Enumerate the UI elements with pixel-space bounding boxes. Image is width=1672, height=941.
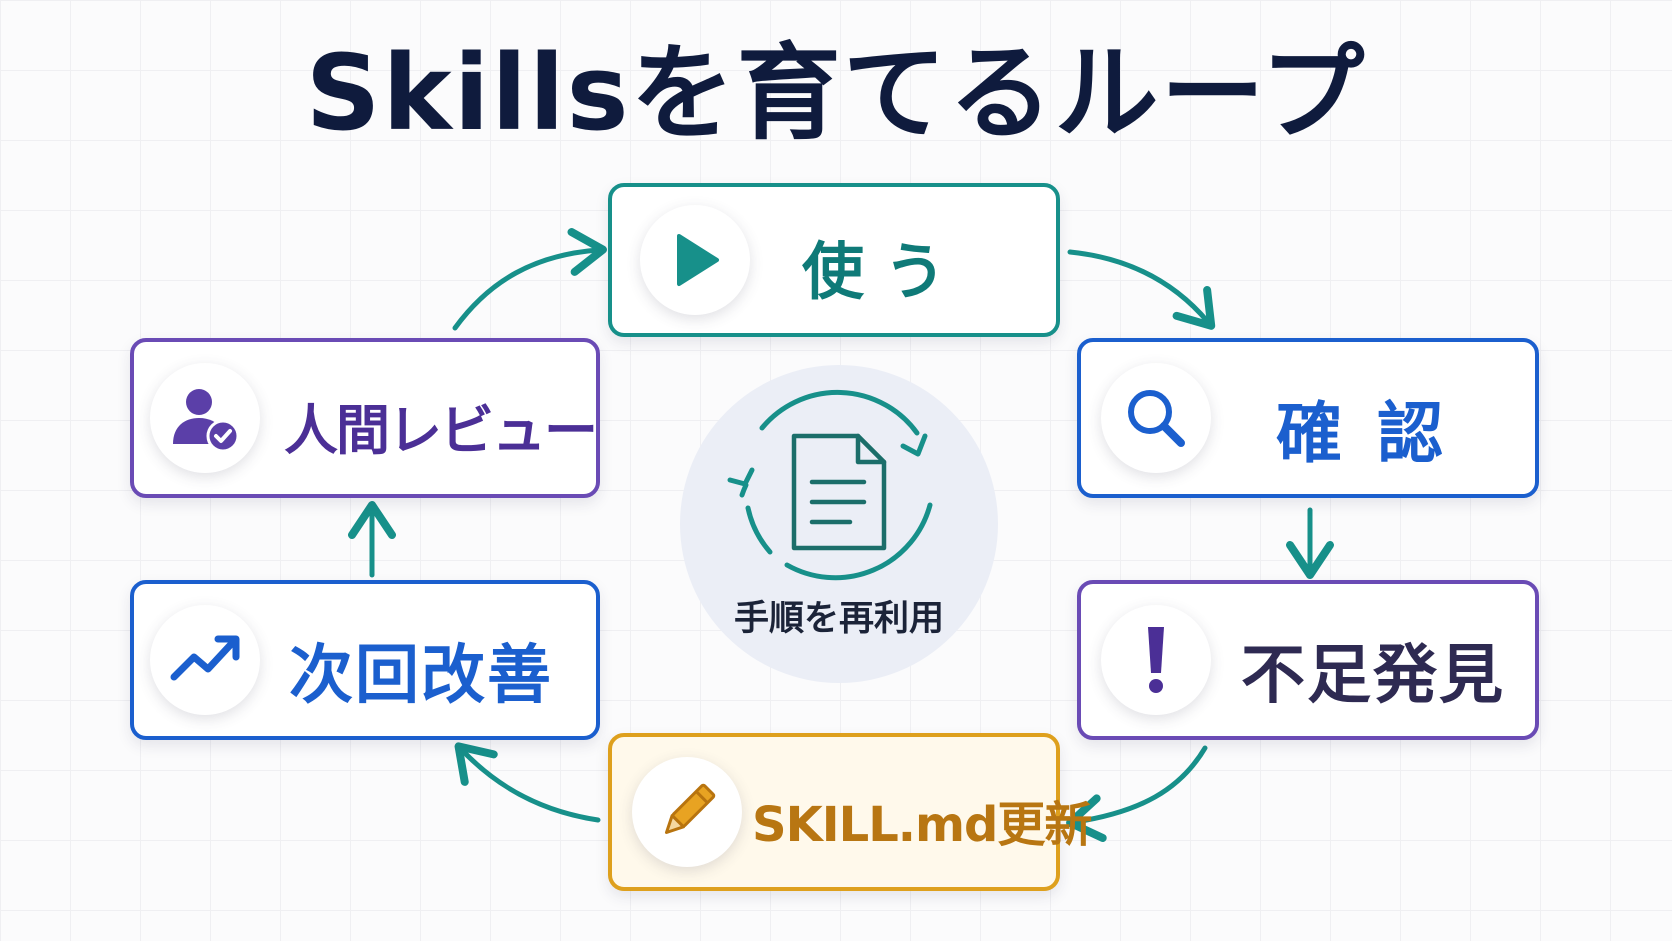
node-review-label: 人間レビュー <box>284 399 598 462</box>
pencil-icon <box>632 757 742 867</box>
exclamation-icon <box>1101 605 1211 715</box>
center-label: 手順を再利用 <box>733 599 944 639</box>
node-review[interactable]: 人間レビュー <box>130 338 600 498</box>
node-improve-label: 次回改善 <box>289 639 553 713</box>
node-update-label: SKILL.md更新 <box>752 797 1092 853</box>
node-check[interactable]: 確 認 <box>1077 338 1539 498</box>
user-check-icon <box>150 363 260 473</box>
node-update[interactable]: SKILL.md更新 <box>608 733 1092 891</box>
node-use[interactable]: 使う <box>608 183 1060 337</box>
arrow-review-to-use <box>452 228 607 331</box>
arrow-update-to-improve <box>454 742 601 823</box>
node-use-label: 使う <box>802 235 967 308</box>
arrow-use-to-check <box>1067 249 1216 330</box>
page-title: Skillsを育てるループ <box>305 32 1367 154</box>
node-gap-label: 不足発見 <box>1241 639 1505 713</box>
search-icon <box>1101 363 1211 473</box>
node-check-label: 確 認 <box>1276 395 1449 472</box>
node-improve[interactable]: 次回改善 <box>130 580 600 740</box>
arrow-gap-to-update <box>1066 745 1208 842</box>
node-gap[interactable]: 不足発見 <box>1077 580 1539 740</box>
play-icon <box>640 205 750 315</box>
trend-up-icon <box>150 605 260 715</box>
